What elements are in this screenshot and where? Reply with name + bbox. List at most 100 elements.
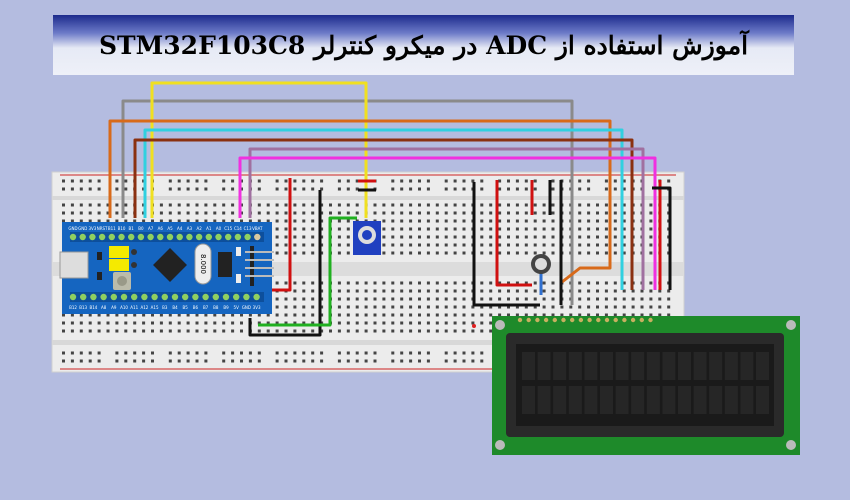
breadboard-hole	[631, 289, 635, 293]
pin-b5	[182, 293, 189, 301]
breadboard-hole	[533, 203, 537, 207]
breadboard-hole	[302, 281, 306, 285]
breadboard-hole	[62, 351, 65, 355]
breadboard-hole	[444, 251, 448, 255]
breadboard-hole	[400, 251, 404, 255]
breadboard-hole	[604, 313, 608, 317]
breadboard-hole	[320, 179, 324, 183]
breadboard-hole	[542, 211, 546, 215]
breadboard-hole	[524, 235, 528, 239]
breadboard-hole	[489, 305, 493, 309]
breadboard-hole	[97, 179, 101, 183]
breadboard-hole	[587, 227, 591, 231]
breadboard-hole	[337, 281, 341, 285]
breadboard-hole	[382, 219, 386, 223]
breadboard-hole	[266, 219, 270, 223]
breadboard-hole	[293, 351, 297, 355]
breadboard-hole	[151, 219, 154, 223]
breadboard-hole	[587, 289, 591, 293]
breadboard-hole	[524, 243, 528, 247]
breadboard-hole	[311, 297, 315, 301]
breadboard-hole	[124, 203, 128, 207]
breadboard-hole	[62, 179, 65, 183]
breadboard-hole	[391, 351, 395, 355]
pin-label: B10	[118, 226, 126, 231]
breadboard-hole	[426, 351, 430, 355]
breadboard-hole	[524, 297, 528, 301]
breadboard-hole	[88, 219, 92, 223]
breadboard-hole	[542, 227, 546, 231]
breadboard-hole	[70, 321, 74, 325]
breadboard-hole	[409, 179, 413, 183]
lcd-char-cell	[537, 386, 551, 414]
contrast-potentiometer[interactable]	[531, 254, 551, 274]
breadboard-hole	[88, 321, 92, 325]
breadboard-hole	[418, 289, 421, 293]
pin-label: GND	[68, 226, 77, 231]
breadboard-hole	[373, 313, 377, 317]
breadboard-hole	[311, 243, 315, 247]
breadboard-hole	[186, 321, 190, 325]
breadboard-hole	[515, 179, 519, 183]
breadboard-hole	[320, 313, 324, 317]
breadboard-hole	[168, 203, 172, 207]
trimmer-potentiometer[interactable]	[353, 221, 381, 255]
breadboard-hole	[515, 219, 519, 223]
breadboard-hole	[275, 235, 279, 239]
breadboard-hole	[435, 289, 439, 293]
breadboard-hole	[284, 321, 288, 325]
breadboard-hole	[115, 179, 119, 183]
breadboard-hole	[337, 359, 341, 363]
breadboard-hole	[435, 211, 439, 215]
breadboard-hole	[524, 187, 528, 191]
wire-red-3	[495, 180, 532, 287]
led-dot	[472, 324, 476, 328]
pin-label: A6	[158, 226, 164, 231]
breadboard-hole	[515, 251, 519, 255]
breadboard-hole	[498, 179, 502, 183]
breadboard-hole	[337, 243, 341, 247]
breadboard-hole	[115, 187, 119, 191]
breadboard-hole	[240, 359, 243, 363]
breadboard-hole	[480, 251, 484, 255]
breadboard-hole	[311, 351, 315, 355]
pin-b8	[212, 293, 219, 301]
breadboard-hole	[293, 289, 297, 293]
breadboard-hole	[168, 321, 172, 325]
lcd-char-cell	[678, 352, 691, 380]
breadboard-hole	[391, 203, 395, 207]
lcd-char-cell	[600, 386, 613, 414]
breadboard-hole	[667, 179, 671, 183]
breadboard-hole	[498, 289, 502, 293]
breadboard-hole	[604, 289, 608, 293]
breadboard-hole	[587, 305, 591, 309]
breadboard-hole	[453, 281, 457, 285]
breadboard-hole	[133, 329, 137, 333]
breadboard-hole	[302, 227, 306, 231]
breadboard-hole	[604, 305, 608, 309]
breadboard-hole	[613, 281, 617, 285]
breadboard-hole	[248, 359, 252, 363]
lcd-char-cell	[662, 352, 676, 380]
breadboard-hole	[507, 289, 510, 293]
breadboard-hole	[400, 203, 404, 207]
breadboard-hole	[311, 219, 315, 223]
breadboard-hole	[382, 281, 386, 285]
breadboard-hole	[204, 179, 208, 183]
pin-vbat	[254, 233, 261, 241]
breadboard-hole	[275, 203, 279, 207]
breadboard-hole	[168, 211, 172, 215]
breadboard-hole	[524, 289, 528, 293]
breadboard-hole	[311, 179, 315, 183]
breadboard-hole	[275, 243, 279, 247]
breadboard-hole	[222, 179, 226, 183]
breadboard-hole	[462, 251, 466, 255]
breadboard-hole	[257, 219, 261, 223]
breadboard-hole	[515, 297, 519, 301]
breadboard-hole	[578, 219, 582, 223]
breadboard-hole	[284, 251, 288, 255]
breadboard-hole	[311, 321, 315, 325]
breadboard-hole	[151, 351, 154, 355]
breadboard-hole	[231, 187, 235, 191]
breadboard-hole	[391, 313, 395, 317]
